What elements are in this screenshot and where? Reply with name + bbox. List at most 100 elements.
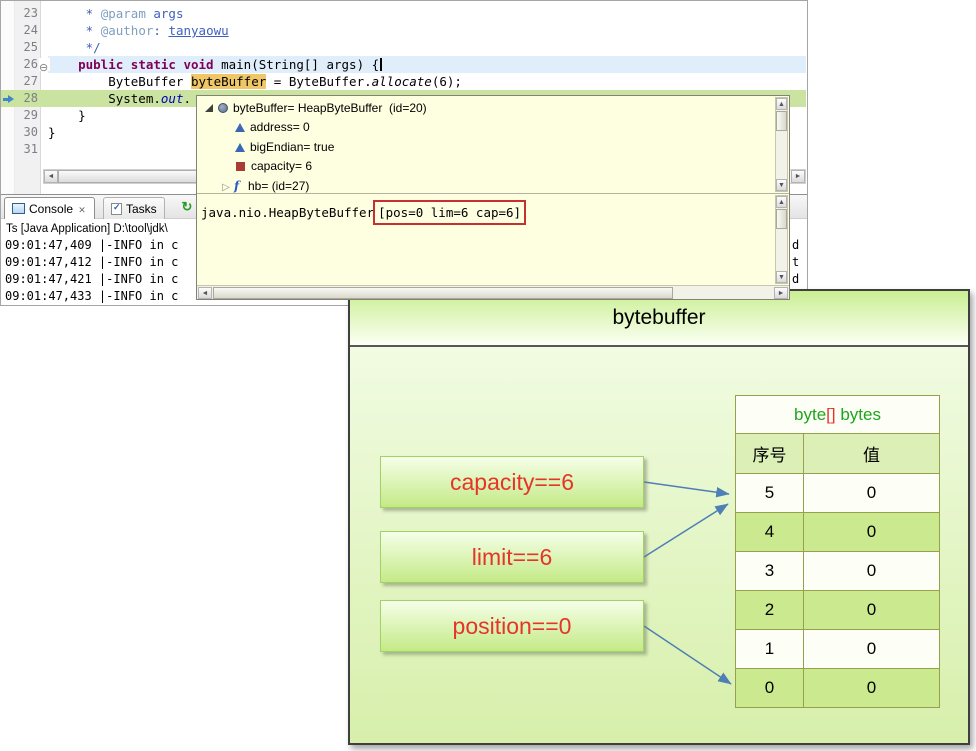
field-icon — [235, 143, 245, 152]
author-link[interactable]: tanyaowu — [168, 23, 228, 38]
line-number: 25 — [15, 39, 38, 56]
code-line[interactable]: 23 * @param args — [1, 5, 807, 22]
tab-console-label: Console — [29, 202, 73, 216]
code-text: ByteBuffer byteBuffer = ByteBuffer.alloc… — [48, 73, 462, 90]
detail-vscrollbar[interactable] — [775, 195, 788, 284]
scroll-down-button[interactable] — [776, 271, 787, 283]
console-output-fragment: d — [792, 237, 799, 254]
code-line[interactable]: 27 ByteBuffer byteBuffer = ByteBuffer.al… — [1, 73, 807, 90]
code-line-current[interactable]: 26 public static void main(String[] args… — [1, 56, 807, 73]
variable-row-bytebuffer[interactable]: byteBuffer= HeapByteBuffer (id=20) — [197, 98, 775, 118]
scroll-down-button[interactable] — [776, 179, 787, 191]
close-icon[interactable] — [77, 202, 87, 216]
code-text: System.out. — [48, 90, 191, 107]
diagram-title: bytebuffer — [612, 306, 705, 329]
table-cell: 0 — [804, 591, 940, 630]
table-cell: 0 — [804, 513, 940, 552]
detail-pane-text: java.nio.HeapByteBuffer[pos=0 lim=6 cap=… — [201, 200, 526, 225]
scroll-right-button[interactable] — [774, 287, 788, 299]
bytebuffer-diagram: bytebuffer capacity==6 limit==6 position… — [348, 289, 970, 745]
table-cell: 0 — [736, 669, 804, 708]
tab-tasks[interactable]: Tasks — [103, 197, 165, 219]
code-line[interactable]: 25 */ — [1, 39, 807, 56]
table-cell: 3 — [736, 552, 804, 591]
scrollbar-thumb[interactable] — [213, 287, 673, 299]
table-cell: 0 — [804, 669, 940, 708]
scrollbar-thumb[interactable] — [776, 209, 787, 229]
tree-expander-closed-icon[interactable] — [222, 179, 230, 193]
variable-row-capacity[interactable]: capacity= 6 — [197, 156, 775, 176]
scrollbar-thumb[interactable] — [776, 111, 787, 131]
scroll-left-button[interactable] — [44, 170, 58, 183]
debug-instruction-pointer-icon — [3, 95, 14, 103]
inspect-popup: byteBuffer= HeapByteBuffer (id=20) addre… — [196, 95, 790, 300]
popup-sash[interactable] — [197, 193, 789, 194]
line-number: 28 — [15, 90, 38, 107]
table-row: 4 0 — [736, 513, 940, 552]
line-number: 29 — [15, 107, 38, 124]
table-header-row: byte[] bytes — [736, 396, 940, 434]
table-cell: 1 — [736, 630, 804, 669]
limit-label-box: limit==6 — [380, 531, 644, 583]
line-number: 23 — [15, 5, 38, 22]
table-cell: 0 — [804, 474, 940, 513]
line-number: 27 — [15, 73, 38, 90]
code-text: * @param args — [48, 5, 183, 22]
scrollbar-thumb[interactable] — [58, 170, 208, 183]
variable-row-address[interactable]: address= 0 — [197, 117, 775, 137]
table-column-row: 序号 值 — [736, 434, 940, 474]
refresh-icon[interactable] — [179, 198, 195, 214]
variable-row-bigendian[interactable]: bigEndian= true — [197, 137, 775, 157]
variable-label: capacity= 6 — [251, 159, 312, 173]
console-output-line: 09:01:47,421 |-INFO in c — [5, 271, 178, 288]
scroll-up-button[interactable] — [776, 98, 787, 110]
position-arrow — [644, 626, 731, 684]
capacity-label-box: capacity==6 — [380, 456, 644, 508]
table-cell: 5 — [736, 474, 804, 513]
tree-expander-open-icon[interactable] — [205, 104, 213, 112]
field-icon — [235, 123, 245, 132]
text-caret — [380, 58, 382, 71]
table-row: 0 0 — [736, 669, 940, 708]
variable-label: address= 0 — [250, 120, 310, 134]
private-field-icon — [236, 162, 245, 171]
capacity-arrow — [644, 482, 729, 494]
line-number: 24 — [15, 22, 38, 39]
table-row: 5 0 — [736, 474, 940, 513]
console-icon — [12, 203, 25, 214]
scroll-left-button[interactable] — [198, 287, 212, 299]
code-text: } — [48, 107, 86, 124]
tasks-icon — [111, 203, 122, 215]
code-text: } — [48, 124, 56, 141]
console-output-fragment: d — [792, 271, 799, 288]
scroll-right-button[interactable] — [791, 170, 805, 183]
code-text: public static void main(String[] args) { — [48, 56, 382, 73]
console-output-fragment: t — [792, 254, 799, 271]
final-field-icon — [234, 179, 243, 193]
table-row: 2 0 — [736, 591, 940, 630]
table-cell: 4 — [736, 513, 804, 552]
popup-hscrollbar[interactable] — [197, 285, 789, 299]
code-text: */ — [48, 39, 101, 56]
scroll-up-button[interactable] — [776, 196, 787, 208]
table-cell: 0 — [804, 552, 940, 591]
code-line[interactable]: 24 * @author: tanyaowu — [1, 22, 807, 39]
variable-label: byteBuffer= HeapByteBuffer (id=20) — [233, 101, 427, 115]
detail-text: java.nio.HeapByteBuffer — [201, 205, 374, 220]
tree-vscrollbar[interactable] — [775, 97, 788, 192]
object-icon — [218, 103, 228, 113]
position-label-box: position==0 — [380, 600, 644, 652]
table-header: byte[] bytes — [736, 396, 940, 434]
line-number: 30 — [15, 124, 38, 141]
table-cell: 0 — [804, 630, 940, 669]
column-header-index: 序号 — [736, 434, 804, 474]
tab-console[interactable]: Console — [4, 197, 95, 219]
console-output-line: 09:01:47,409 |-INFO in c — [5, 237, 178, 254]
console-output-line: 09:01:47,433 |-INFO in c — [5, 288, 178, 305]
tab-tasks-label: Tasks — [126, 202, 157, 216]
line-number: 26 — [15, 56, 38, 73]
variable-label: bigEndian= true — [250, 140, 334, 154]
occurrence-highlight: byteBuffer — [191, 74, 266, 89]
table-row: 3 0 — [736, 552, 940, 591]
